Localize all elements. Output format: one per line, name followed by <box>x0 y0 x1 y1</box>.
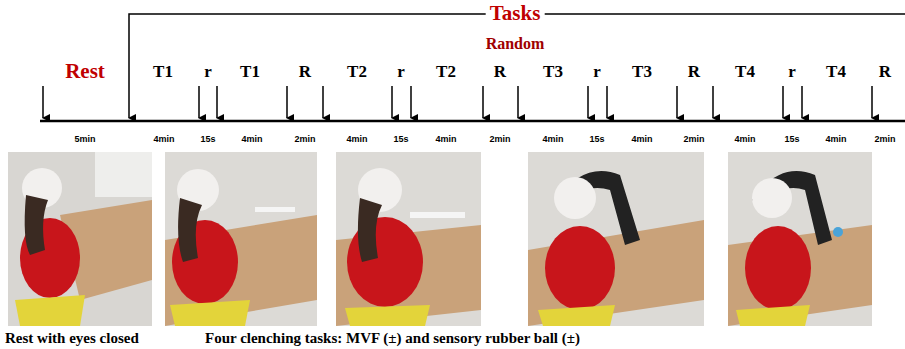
duration-label: 5min <box>74 135 95 145</box>
phase-label: R <box>299 63 311 82</box>
photo <box>8 152 152 326</box>
phase-label: T1 <box>240 63 260 82</box>
duration-label: 4min <box>542 135 563 145</box>
phase-label: T4 <box>735 63 755 82</box>
duration-label: 2min <box>489 135 510 145</box>
caption-text: Four clenching tasks: MVF (±) and sensor… <box>205 330 580 347</box>
phase-label: T3 <box>632 63 652 82</box>
phase-label: r <box>593 63 601 82</box>
phase-label: T2 <box>436 63 456 82</box>
duration-label: 15s <box>589 135 604 145</box>
phase-label: R <box>879 63 891 82</box>
duration-label: 4min <box>631 135 652 145</box>
phase-label: T3 <box>543 63 563 82</box>
photo <box>165 152 317 326</box>
phase-label: T1 <box>153 63 173 82</box>
photo <box>336 152 481 326</box>
photo <box>528 152 704 326</box>
phase-label: Rest <box>65 60 105 83</box>
caption-text: Rest with eyes closed <box>5 330 139 347</box>
phase-label: R <box>494 63 506 82</box>
duration-label: 4min <box>346 135 367 145</box>
duration-label: 4min <box>241 135 262 145</box>
phase-label: R <box>688 63 700 82</box>
duration-label: 2min <box>294 135 315 145</box>
duration-label: 15s <box>393 135 408 145</box>
phase-label: r <box>788 63 796 82</box>
duration-label: 4min <box>153 135 174 145</box>
duration-label: 4min <box>734 135 755 145</box>
heading-text: Tasks <box>486 2 545 25</box>
phase-label: r <box>397 63 405 82</box>
duration-label: 4min <box>825 135 846 145</box>
phase-label: T4 <box>826 63 846 82</box>
duration-label: 2min <box>874 135 895 145</box>
duration-label: 15s <box>784 135 799 145</box>
photo <box>728 152 872 326</box>
phase-label: T2 <box>347 63 367 82</box>
duration-label: 2min <box>683 135 704 145</box>
duration-label: 4min <box>435 135 456 145</box>
note-text: Random <box>486 35 545 53</box>
phase-label: r <box>204 63 212 82</box>
duration-label: 15s <box>200 135 215 145</box>
